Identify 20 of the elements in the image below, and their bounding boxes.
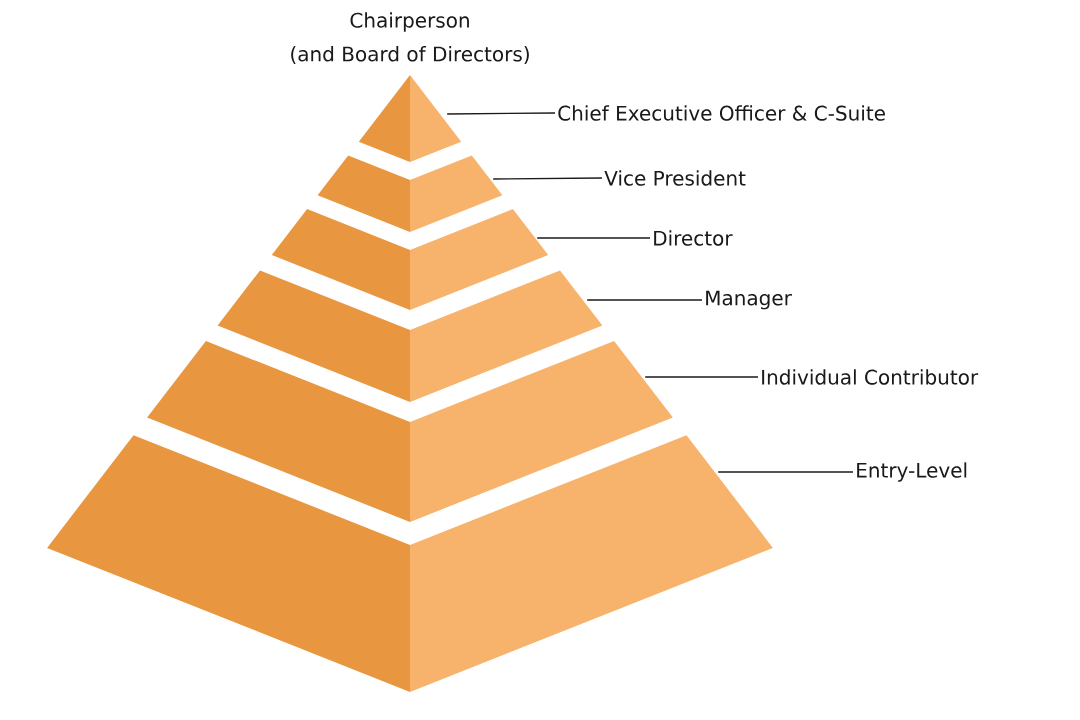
pyramid-tier (47, 435, 773, 692)
leader-line (644, 376, 759, 378)
tier-label: Chief Executive Officer & C-Suite (558, 105, 885, 121)
caption-label: (and Board of Directors) (291, 46, 529, 64)
tier-label: Entry-Level (857, 462, 967, 482)
leader-line (586, 299, 703, 301)
caption-label: Chairperson (350, 12, 469, 32)
tier-label: Director (654, 230, 733, 246)
leader-line (446, 112, 556, 115)
pyramid-tier (317, 155, 503, 232)
tier-label: Individual Contributor (762, 369, 979, 385)
leader-line (536, 237, 651, 239)
pyramid-tier (358, 75, 462, 162)
leader-line (492, 177, 603, 180)
pyramid-tier (147, 341, 673, 522)
pyramid-tier (271, 209, 549, 310)
leader-line (717, 471, 854, 473)
pyramid-tier (217, 270, 603, 402)
tier-label: Manager (706, 290, 792, 310)
tier-label: Vice President (604, 170, 746, 186)
